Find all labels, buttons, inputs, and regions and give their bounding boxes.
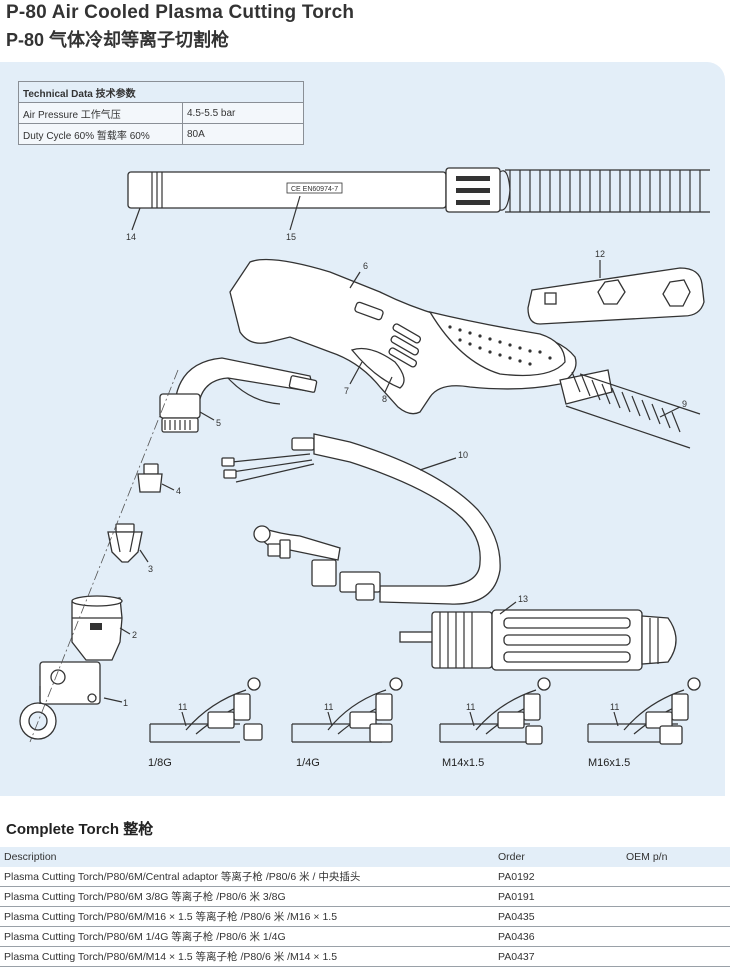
column-header: Order bbox=[494, 847, 622, 867]
part-number-label: 9 bbox=[682, 399, 687, 409]
complete-torch-table: Description Order OEM p/n Plasma Cutting… bbox=[0, 847, 730, 967]
part-number-label: 1 bbox=[123, 698, 128, 708]
cell-order: PA0435 bbox=[494, 906, 622, 927]
cell-order: PA0437 bbox=[494, 946, 622, 967]
table-row: Plasma Cutting Torch/P80/6M 1/4G 等离子枪 /P… bbox=[0, 926, 730, 947]
part-number-label: 12 bbox=[595, 249, 605, 259]
part-number-label: 8 bbox=[382, 394, 387, 404]
cell-order: PA0192 bbox=[494, 867, 622, 887]
variant-label: 1/4G bbox=[296, 757, 320, 769]
part-electrode bbox=[137, 463, 163, 493]
part-central-adaptor bbox=[399, 609, 677, 671]
cell-order: PA0436 bbox=[494, 926, 622, 947]
section-title: Complete Torch 整枪 bbox=[6, 821, 154, 838]
part-number-label: 11 bbox=[610, 702, 619, 712]
cell-description: Plasma Cutting Torch/P80/6M 3/8G 等离子枪 /P… bbox=[0, 886, 494, 907]
page-title: P-80 Air Cooled Plasma Cutting Torch bbox=[6, 2, 355, 23]
part-number-label: 10 bbox=[458, 450, 468, 460]
cell-oem bbox=[622, 886, 730, 907]
part-number-label: 2 bbox=[132, 630, 137, 640]
page-subtitle: P-80 气体冷却等离子切割枪 bbox=[6, 30, 230, 50]
table-row: Plasma Cutting Torch/P80/6M/Central adap… bbox=[0, 867, 730, 887]
table-row: Plasma Cutting Torch/P80/6M 3/8G 等离子枪 /P… bbox=[0, 886, 730, 907]
variant-1-8g bbox=[149, 677, 263, 743]
part-number-label: 14 bbox=[126, 232, 136, 242]
part-number-label: 5 bbox=[216, 418, 221, 428]
cell-oem bbox=[622, 946, 730, 967]
cell-oem bbox=[622, 926, 730, 947]
variant-label: M16x1.5 bbox=[588, 757, 630, 769]
part-number-label: 15 bbox=[286, 232, 296, 242]
part-number-label: 7 bbox=[344, 386, 349, 396]
variant-label: 1/8G bbox=[148, 757, 172, 769]
variant-m14x1-5 bbox=[439, 677, 551, 745]
technical-data-table: Technical Data 技术参数 Air Pressure 工作气压 4.… bbox=[18, 81, 304, 145]
cell-oem bbox=[622, 906, 730, 927]
exploded-parts-drawing: CE EN60974-7 14 15 6 7 8 12 bbox=[19, 167, 710, 769]
cell-description: Plasma Cutting Torch/P80/6M/M14 × 1.5 等离… bbox=[0, 946, 494, 967]
tech-row: Duty Cycle 60% 暂载率 60% 80A bbox=[18, 123, 304, 145]
cell-description: Plasma Cutting Torch/P80/6M 1/4G 等离子枪 /P… bbox=[0, 926, 494, 947]
variant-m16x1-5 bbox=[587, 677, 701, 745]
column-header: Description bbox=[0, 847, 494, 867]
cell-order: PA0191 bbox=[494, 886, 622, 907]
part-number-label: 11 bbox=[178, 702, 187, 712]
table-row: Plasma Cutting Torch/P80/6M/M16 × 1.5 等离… bbox=[0, 906, 730, 927]
variant-label: M14x1.5 bbox=[442, 757, 484, 769]
cell-description: Plasma Cutting Torch/P80/6M/M16 × 1.5 等离… bbox=[0, 906, 494, 927]
table-row: Plasma Cutting Torch/P80/6M/M14 × 1.5 等离… bbox=[0, 946, 730, 967]
cell-oem bbox=[622, 867, 730, 887]
tech-row: Air Pressure 工作气压 4.5-5.5 bar bbox=[18, 102, 304, 124]
ce-marking: CE EN60974-7 bbox=[291, 186, 338, 193]
part-number-label: 11 bbox=[466, 702, 475, 712]
part-number-label: 6 bbox=[363, 261, 368, 271]
part-number-label: 13 bbox=[518, 594, 528, 604]
part-cable-hose bbox=[221, 433, 501, 605]
part-number-label: 11 bbox=[324, 702, 333, 712]
table-header-row: Description Order OEM p/n bbox=[0, 847, 730, 867]
part-torch-handle bbox=[229, 258, 577, 415]
part-cable-sleeve bbox=[559, 369, 701, 449]
tech-value: 80A bbox=[182, 123, 304, 145]
part-spanner bbox=[527, 267, 705, 325]
part-shield-cup bbox=[71, 595, 123, 661]
part-torch-head bbox=[159, 357, 318, 433]
part-number-label: 4 bbox=[176, 486, 181, 496]
part-cutting-guide bbox=[19, 661, 101, 740]
variant-1-4g bbox=[291, 677, 403, 743]
cell-description: Plasma Cutting Torch/P80/6M/Central adap… bbox=[0, 867, 494, 887]
part-handle-sleeve: CE EN60974-7 bbox=[127, 167, 710, 213]
part-nozzle bbox=[107, 523, 143, 563]
column-header: OEM p/n bbox=[622, 847, 730, 867]
part-number-label: 3 bbox=[148, 564, 153, 574]
